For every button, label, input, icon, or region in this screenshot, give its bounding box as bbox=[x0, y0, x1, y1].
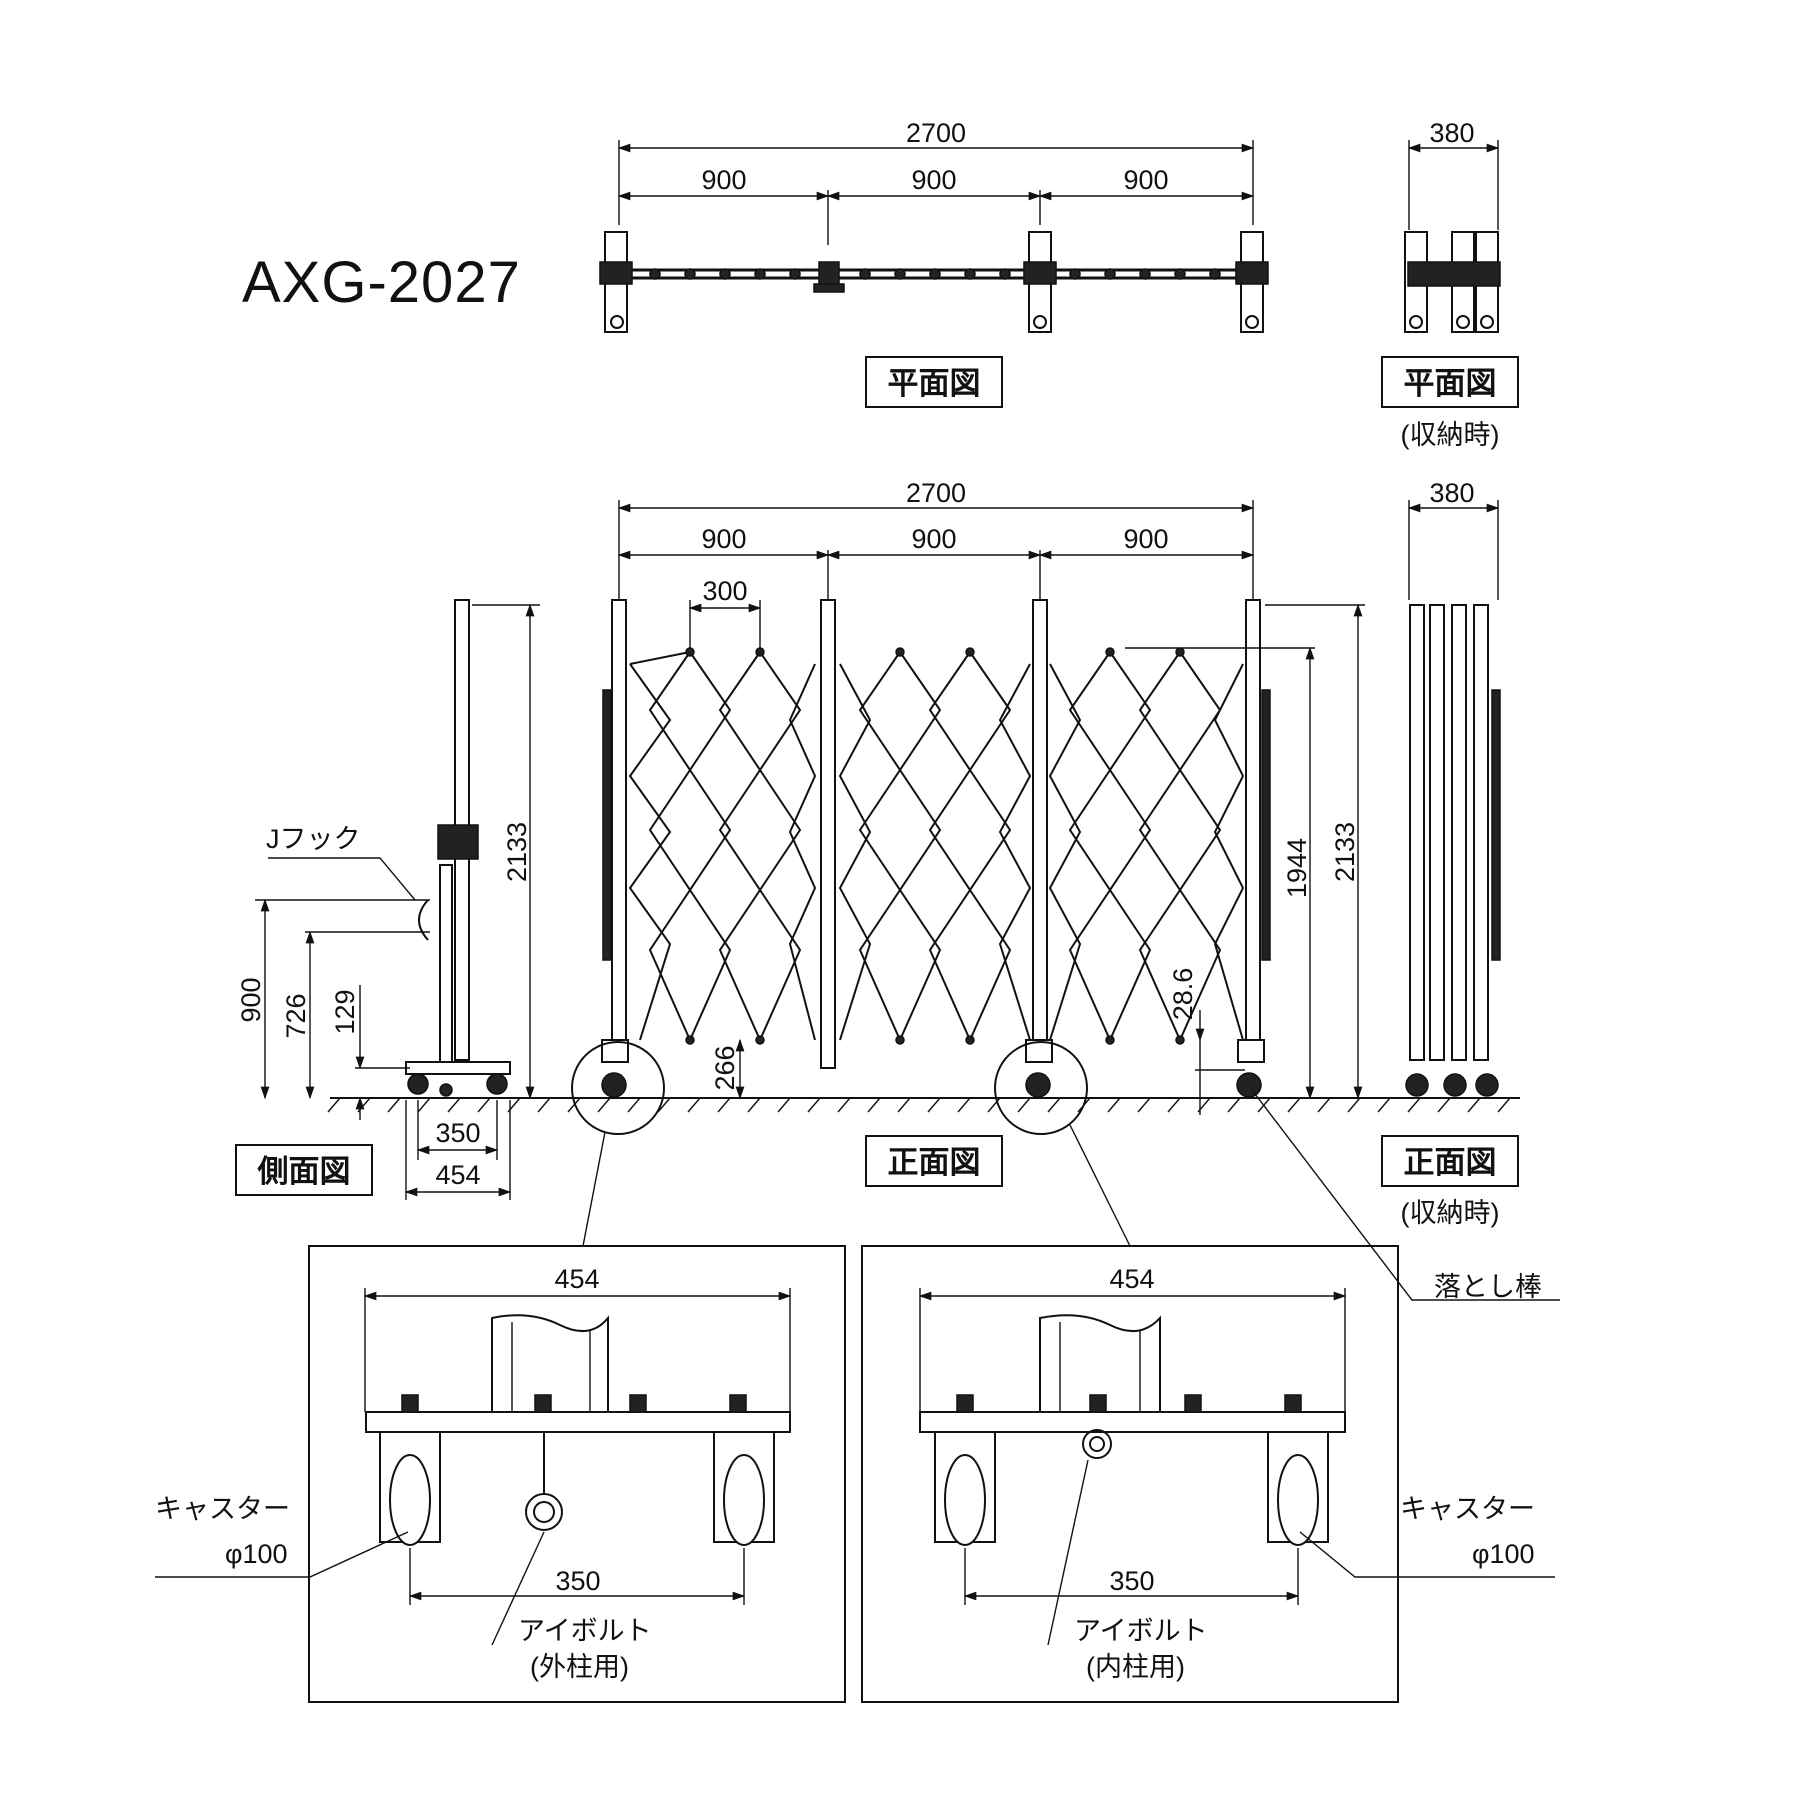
front-section-dim-1: 900 bbox=[701, 524, 746, 554]
lattice-section-3 bbox=[1048, 651, 1245, 1041]
detail-inner-post: 454 350 キャスター φ100 アイボルト (内柱用) bbox=[861, 1245, 1555, 1703]
bottom-gap-dim: 266 bbox=[710, 1045, 740, 1090]
front-stored-label: 正面図 bbox=[1404, 1145, 1497, 1180]
eyebolt-note-inner: (内柱用) bbox=[1086, 1652, 1185, 1682]
front-caster-3 bbox=[1236, 1039, 1265, 1098]
eyebolt-label-left: アイボルト bbox=[518, 1616, 652, 1646]
hook-height-900-dim: 900 bbox=[236, 977, 266, 1022]
ground-line bbox=[327, 1097, 1520, 1113]
mesh-height-dim: 1944 bbox=[1282, 838, 1312, 898]
side-view: Jフック 2133 900 726 129 350 454 側面図 bbox=[235, 599, 540, 1200]
front-view-stored: 380 正面図 (収納時) bbox=[1381, 478, 1519, 1228]
j-hook-label: Jフック bbox=[266, 824, 361, 854]
detail-left-width-dim: 454 bbox=[554, 1264, 599, 1294]
front-view: 2700 900 900 900 300 bbox=[571, 478, 1560, 1302]
front-section-dim-3: 900 bbox=[1123, 524, 1168, 554]
detail-outer-post: 454 350 キャスター φ100 アイボルト (外柱用) bbox=[155, 1245, 846, 1703]
hook-height-726-dim: 726 bbox=[281, 993, 311, 1038]
plan-post-mid bbox=[813, 261, 845, 293]
model-title: AXG-2027 bbox=[242, 250, 521, 315]
front-post-3 bbox=[1032, 599, 1048, 1061]
front-stored-note: (収納時) bbox=[1401, 1198, 1500, 1228]
eyebolt-label-right: アイボルト bbox=[1074, 1616, 1208, 1646]
caster-label-left: キャスター bbox=[155, 1494, 290, 1524]
front-caster-1 bbox=[601, 1039, 629, 1098]
plan-stored-label: 平面図 bbox=[1404, 366, 1497, 401]
detail-circle-right bbox=[994, 1041, 1088, 1135]
caster-size-left: φ100 bbox=[225, 1539, 288, 1569]
side-base-454-dim: 454 bbox=[435, 1160, 480, 1190]
front-post-2 bbox=[820, 599, 836, 1069]
front-section-dim-2: 900 bbox=[911, 524, 956, 554]
plan-section-dim-1: 900 bbox=[701, 165, 746, 195]
front-post-4 bbox=[1245, 599, 1261, 1061]
detail-right-width-dim: 454 bbox=[1109, 1264, 1154, 1294]
plan-stored-note: (収納時) bbox=[1401, 420, 1500, 450]
side-base-350-dim: 350 bbox=[435, 1118, 480, 1148]
hook-height-129-dim: 129 bbox=[330, 989, 360, 1034]
lattice-section-2 bbox=[838, 651, 1032, 1041]
eyebolt-note-outer: (外柱用) bbox=[530, 1652, 629, 1682]
plan-rail-pins bbox=[649, 268, 1221, 280]
side-view-label: 側面図 bbox=[257, 1154, 351, 1189]
lift-dim: 28.6 bbox=[1168, 968, 1198, 1021]
caster-label-right: キャスター bbox=[1400, 1494, 1535, 1524]
front-view-label: 正面図 bbox=[888, 1145, 981, 1180]
plan-section-dim-3: 900 bbox=[1123, 165, 1168, 195]
front-stored-depth-dim: 380 bbox=[1429, 478, 1474, 508]
front-total-dim: 2700 bbox=[906, 478, 966, 508]
plan-view: 2700 900 900 900 bbox=[599, 118, 1269, 408]
front-caster-2 bbox=[1025, 1039, 1053, 1098]
detail-right-350-dim: 350 bbox=[1109, 1566, 1154, 1596]
plan-view-stored: 380 平面図 (収納時) bbox=[1381, 118, 1519, 450]
lattice-section-1 bbox=[628, 651, 817, 1041]
lattice-pins bbox=[685, 647, 1185, 1045]
detail-circle-left bbox=[571, 1041, 665, 1135]
front-post-1 bbox=[611, 599, 627, 1061]
plan-stored-depth-dim: 380 bbox=[1429, 118, 1474, 148]
detail-left-350-dim: 350 bbox=[555, 1566, 600, 1596]
plan-post-right-inner bbox=[1023, 231, 1057, 333]
side-height-dim: 2133 bbox=[502, 822, 532, 882]
plan-post-right bbox=[1235, 231, 1269, 333]
pitch-dim: 300 bbox=[702, 576, 747, 606]
plan-view-label: 平面図 bbox=[888, 366, 981, 401]
plan-total-dim: 2700 bbox=[906, 118, 966, 148]
plan-post-left bbox=[599, 231, 633, 333]
front-total-height-dim: 2133 bbox=[1330, 822, 1360, 882]
caster-size-right: φ100 bbox=[1472, 1539, 1535, 1569]
plan-section-dim-2: 900 bbox=[911, 165, 956, 195]
drop-rod-label: 落とし棒 bbox=[1434, 1272, 1542, 1302]
